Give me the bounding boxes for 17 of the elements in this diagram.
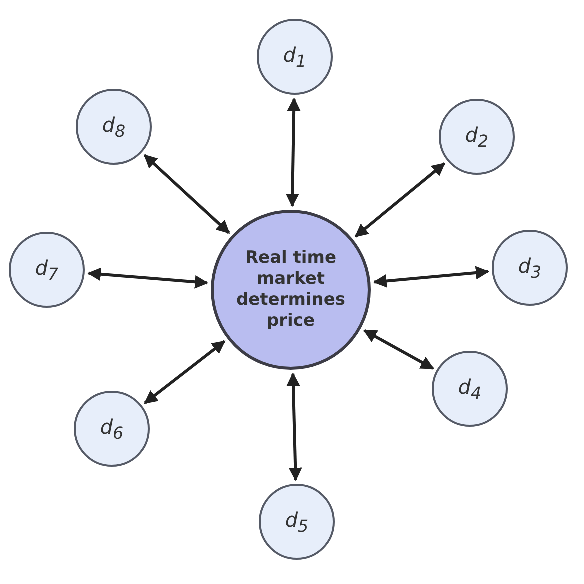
double-arrow xyxy=(354,162,446,238)
double-arrow xyxy=(88,268,209,289)
double-arrow xyxy=(286,372,302,482)
double-arrow xyxy=(286,98,301,208)
variable-label: d$_{7}$ xyxy=(35,256,59,284)
variable-label: d$_{3}$ xyxy=(518,254,542,282)
node-label: Real time market determines price xyxy=(235,248,347,332)
variable-label: d$_{4}$ xyxy=(458,375,482,403)
double-arrow xyxy=(363,329,434,370)
double-arrow xyxy=(144,154,230,234)
variable-label: d$_{2}$ xyxy=(465,123,489,151)
variable-label: d$_{6}$ xyxy=(100,415,124,443)
variable-label: d$_{1}$ xyxy=(283,43,307,71)
variable-label: d$_{5}$ xyxy=(285,508,309,536)
double-arrow xyxy=(144,340,226,404)
double-arrow xyxy=(373,266,490,288)
variable-label: d$_{8}$ xyxy=(102,113,126,141)
